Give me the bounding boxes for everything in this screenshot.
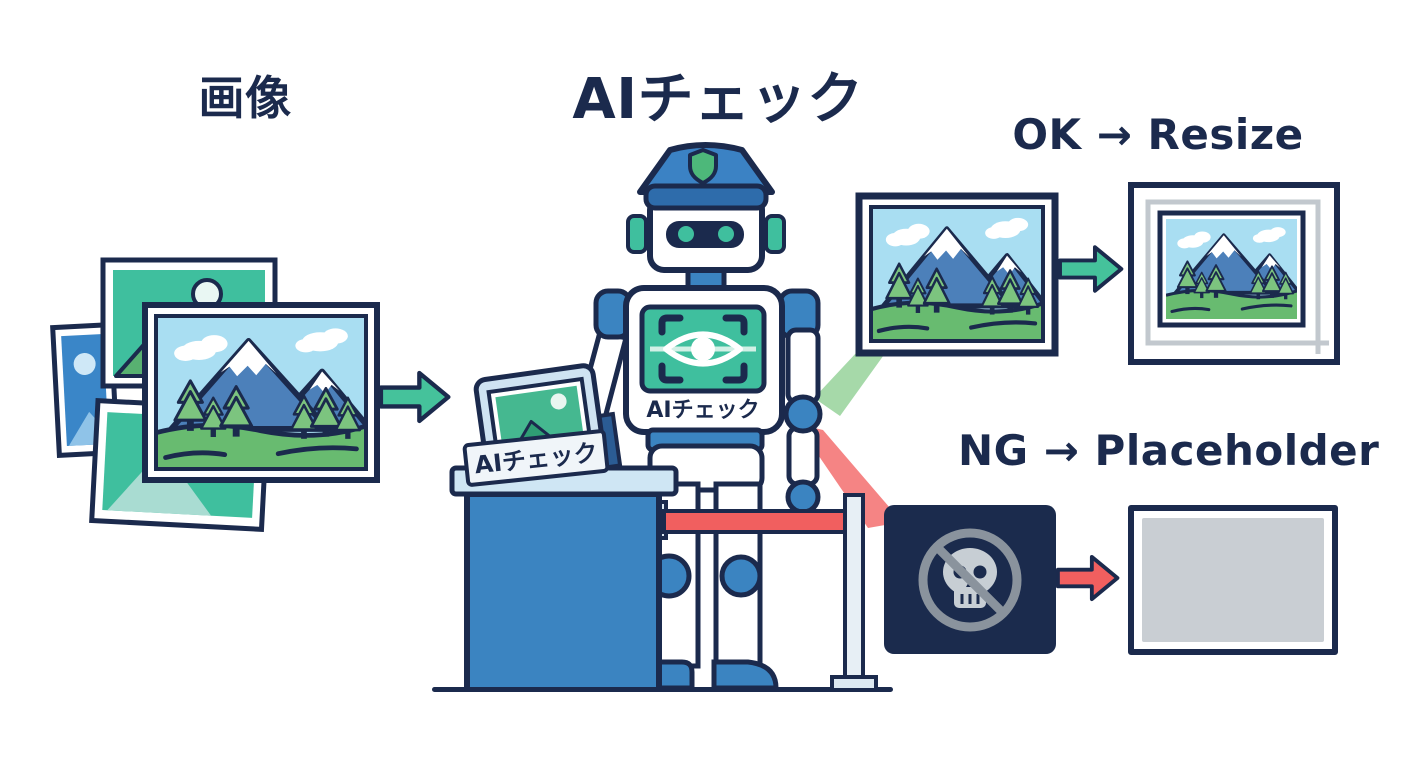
stanchion-pole (843, 493, 865, 683)
eye-scan-icon (650, 314, 756, 384)
stanchion-base (830, 675, 878, 692)
robot-ear-left (626, 214, 648, 254)
ai-check-title: AIチェック (572, 67, 864, 132)
flow-arrow-ok-icon (1058, 245, 1124, 293)
robot-chest-label: AIチェック (646, 398, 759, 423)
ng-ribbon (797, 424, 902, 528)
robot-foot-right (711, 659, 779, 691)
robot-ear-right (764, 214, 786, 254)
shield-icon (688, 148, 718, 185)
robot-right-upper-arm (785, 327, 821, 405)
robot-knee-right (719, 554, 763, 598)
robot-eye-left (678, 226, 694, 242)
ng-branch-label: NG → Placeholder (958, 426, 1380, 475)
resize-guide-lines (1145, 199, 1329, 354)
robot-right-forearm (786, 425, 820, 487)
resized-photo-frame (1128, 182, 1340, 365)
robot-right-hand (785, 479, 821, 515)
flow-arrow-ng-icon (1056, 554, 1120, 602)
source-images-label: 画像 (198, 71, 292, 125)
barrier-rope (662, 509, 850, 534)
desk-sign: AIチェック (462, 429, 610, 487)
photo-stack (50, 257, 380, 532)
ok-ribbon (814, 352, 886, 416)
police-hat-brim (643, 183, 769, 211)
no-skull-icon (918, 528, 1022, 632)
stack-photo-main (142, 302, 380, 483)
placeholder-card (1128, 505, 1338, 655)
checkpoint-desk: AIチェック (449, 363, 679, 692)
robot-eye-right (718, 226, 734, 242)
ok-photo (855, 192, 1059, 357)
robot-elbow (783, 394, 823, 434)
placeholder-gray-fill (1142, 518, 1324, 642)
ok-branch-label: OK → Resize (1012, 110, 1304, 159)
desk-pedestal (464, 491, 662, 692)
ng-blocked-image (884, 505, 1056, 654)
